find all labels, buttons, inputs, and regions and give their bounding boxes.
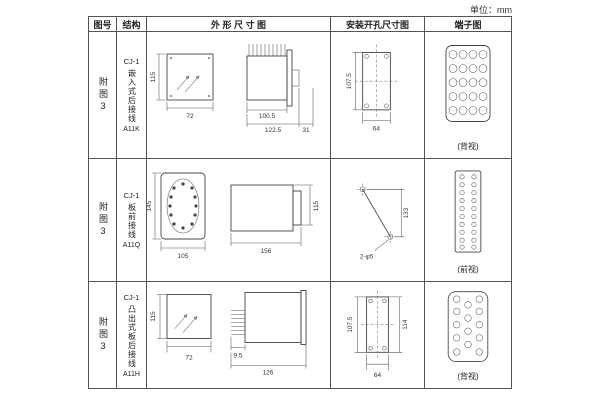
header-fig-no: 图号 (89, 17, 117, 32)
outline-drawing-row1: 115 72 100.5 122.5 31 (150, 44, 314, 134)
dim-height-row1: 115 (150, 71, 157, 82)
mounting-cell-row3: 107.5 114 64 (331, 282, 425, 388)
terminal-cell-row3: (背视) (425, 282, 511, 388)
spec-table: 图号 结构 外 形 尺 寸 图 安装开孔尺寸图 端子图 附图3 CJ-1 嵌入式… (88, 16, 512, 389)
terminal-view-label-row3: (背视) (457, 372, 479, 381)
terminal-drawing-row2 (454, 170, 482, 253)
mounting-drawing-row2: 133 2-φ5 (356, 183, 410, 261)
terminal-cell-row2: (前视) (425, 159, 511, 282)
fig-no-row1: 附图3 (98, 76, 108, 114)
code-label-row2: A11Q (122, 242, 141, 249)
fig-no-cell-row3: 附图3 (89, 282, 117, 388)
outline-drawing-row2: 145 105 156 115 (147, 172, 320, 260)
mounting-drawing-row1: 107.5 64 (346, 44, 399, 133)
dim-mounting-h-row1: 107.5 (346, 73, 353, 89)
terminal-cell-row1: (背视) (425, 32, 511, 159)
header-outline: 外 形 尺 寸 图 (147, 17, 331, 32)
outline-cell-row1: 115 72 100.5 122.5 31 (147, 32, 331, 159)
dim-dist-row2: 133 (403, 207, 410, 218)
dim-mounting-w-row1: 64 (373, 126, 381, 133)
dim-depth1-row1: 100.5 (259, 113, 276, 120)
terminal-drawing-row1 (445, 45, 491, 122)
unit-label: 单位：mm (470, 5, 512, 15)
mounting-drawing-row3: 107.5 114 64 (347, 290, 409, 379)
dim-width-row3: 72 (185, 355, 193, 362)
dim-width-row2: 105 (178, 253, 189, 260)
mounting-cell-row2: 133 2-φ5 (331, 159, 425, 282)
structure-cell-row2: CJ-1 板前接线 A11Q (117, 159, 147, 282)
dim-mounting-h2-row3: 114 (402, 319, 409, 330)
dim-height-row3: 115 (150, 311, 157, 322)
fig-no-cell-row2: 附图3 (89, 159, 117, 282)
dim-flange-row1: 31 (302, 127, 310, 134)
header-terminal: 端子图 (425, 17, 511, 32)
code-label-row1: A11K (123, 126, 140, 133)
dim-depth2-row1: 122.5 (265, 127, 282, 134)
outline-drawing-row3: 115 72 9.5 126 (150, 290, 307, 377)
model-label-row1: CJ-1 (123, 57, 140, 66)
dim-height2-row2: 115 (313, 200, 320, 211)
outline-cell-row2: 145 105 156 115 (147, 159, 331, 282)
terminal-drawing-row3 (447, 291, 489, 362)
structure-name-row1: 嵌入式后接线 (127, 69, 137, 123)
dim-height-row2: 145 (147, 200, 153, 211)
structure-cell-row3: CJ-1 凸出式板后接线 A11H (117, 282, 147, 388)
structure-cell-row1: CJ-1 嵌入式后接线 A11K (117, 32, 147, 159)
dim-depth1-row3: 9.5 (233, 353, 242, 360)
outline-cell-row3: 115 72 9.5 126 (147, 282, 331, 388)
header-structure: 结构 (117, 17, 147, 32)
terminal-view-label-row1: (背视) (457, 142, 479, 151)
structure-name-row3: 凸出式板后接线 (127, 304, 137, 368)
structure-name-row2: 板前接线 (127, 203, 137, 239)
dim-depth2-row3: 126 (263, 370, 274, 377)
model-label-row2: CJ-1 (123, 191, 140, 200)
fig-no-cell-row1: 附图3 (89, 32, 117, 159)
header-mounting: 安装开孔尺寸图 (331, 17, 425, 32)
fig-no-row3: 附图3 (98, 316, 108, 354)
model-label-row3: CJ-1 (123, 292, 140, 302)
fig-no-row2: 附图3 (98, 201, 108, 239)
mounting-cell-row1: 107.5 64 (331, 32, 425, 159)
terminal-view-label-row2: (前视) (457, 265, 479, 274)
dim-mounting-h-row3: 107.5 (347, 316, 354, 332)
dim-width-row1: 72 (186, 113, 194, 120)
dim-mounting-w-row3: 64 (374, 372, 382, 379)
dim-holes-row2: 2-φ5 (360, 254, 374, 261)
dim-depth-row2: 156 (261, 248, 272, 255)
code-label-row3: A11H (123, 370, 140, 378)
